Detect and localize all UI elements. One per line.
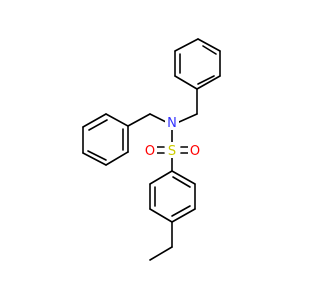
atom-labels: N S O O xyxy=(143,115,202,159)
oxygen-right-atom: O xyxy=(188,142,202,159)
bond xyxy=(149,170,173,185)
bond xyxy=(149,113,167,123)
bond xyxy=(197,38,221,52)
oxygen-right-label: O xyxy=(190,144,200,159)
sulfur-label: S xyxy=(168,144,176,159)
bond xyxy=(171,170,196,185)
bond xyxy=(88,119,108,131)
bond xyxy=(197,75,215,85)
bond xyxy=(105,113,129,127)
bond xyxy=(105,151,129,166)
bond xyxy=(174,38,199,52)
bond xyxy=(174,75,198,90)
bond xyxy=(171,205,191,217)
oxygen-left-atom: O xyxy=(143,142,157,159)
nitrogen-label: N xyxy=(167,116,177,131)
bond xyxy=(149,246,173,261)
bond xyxy=(87,150,107,161)
bond xyxy=(202,45,217,55)
bond xyxy=(196,75,221,90)
bond xyxy=(82,152,107,166)
molecule-structure: N S O O xyxy=(82,38,221,261)
oxygen-left-label: O xyxy=(145,144,155,159)
bond xyxy=(127,113,151,127)
sulfur-atom: S xyxy=(165,142,179,159)
bond xyxy=(171,208,196,223)
bonds xyxy=(82,38,221,261)
bond xyxy=(172,176,191,188)
bond xyxy=(82,113,107,128)
nitrogen-atom: N xyxy=(165,115,179,131)
bond xyxy=(178,113,198,123)
bond xyxy=(149,208,173,223)
